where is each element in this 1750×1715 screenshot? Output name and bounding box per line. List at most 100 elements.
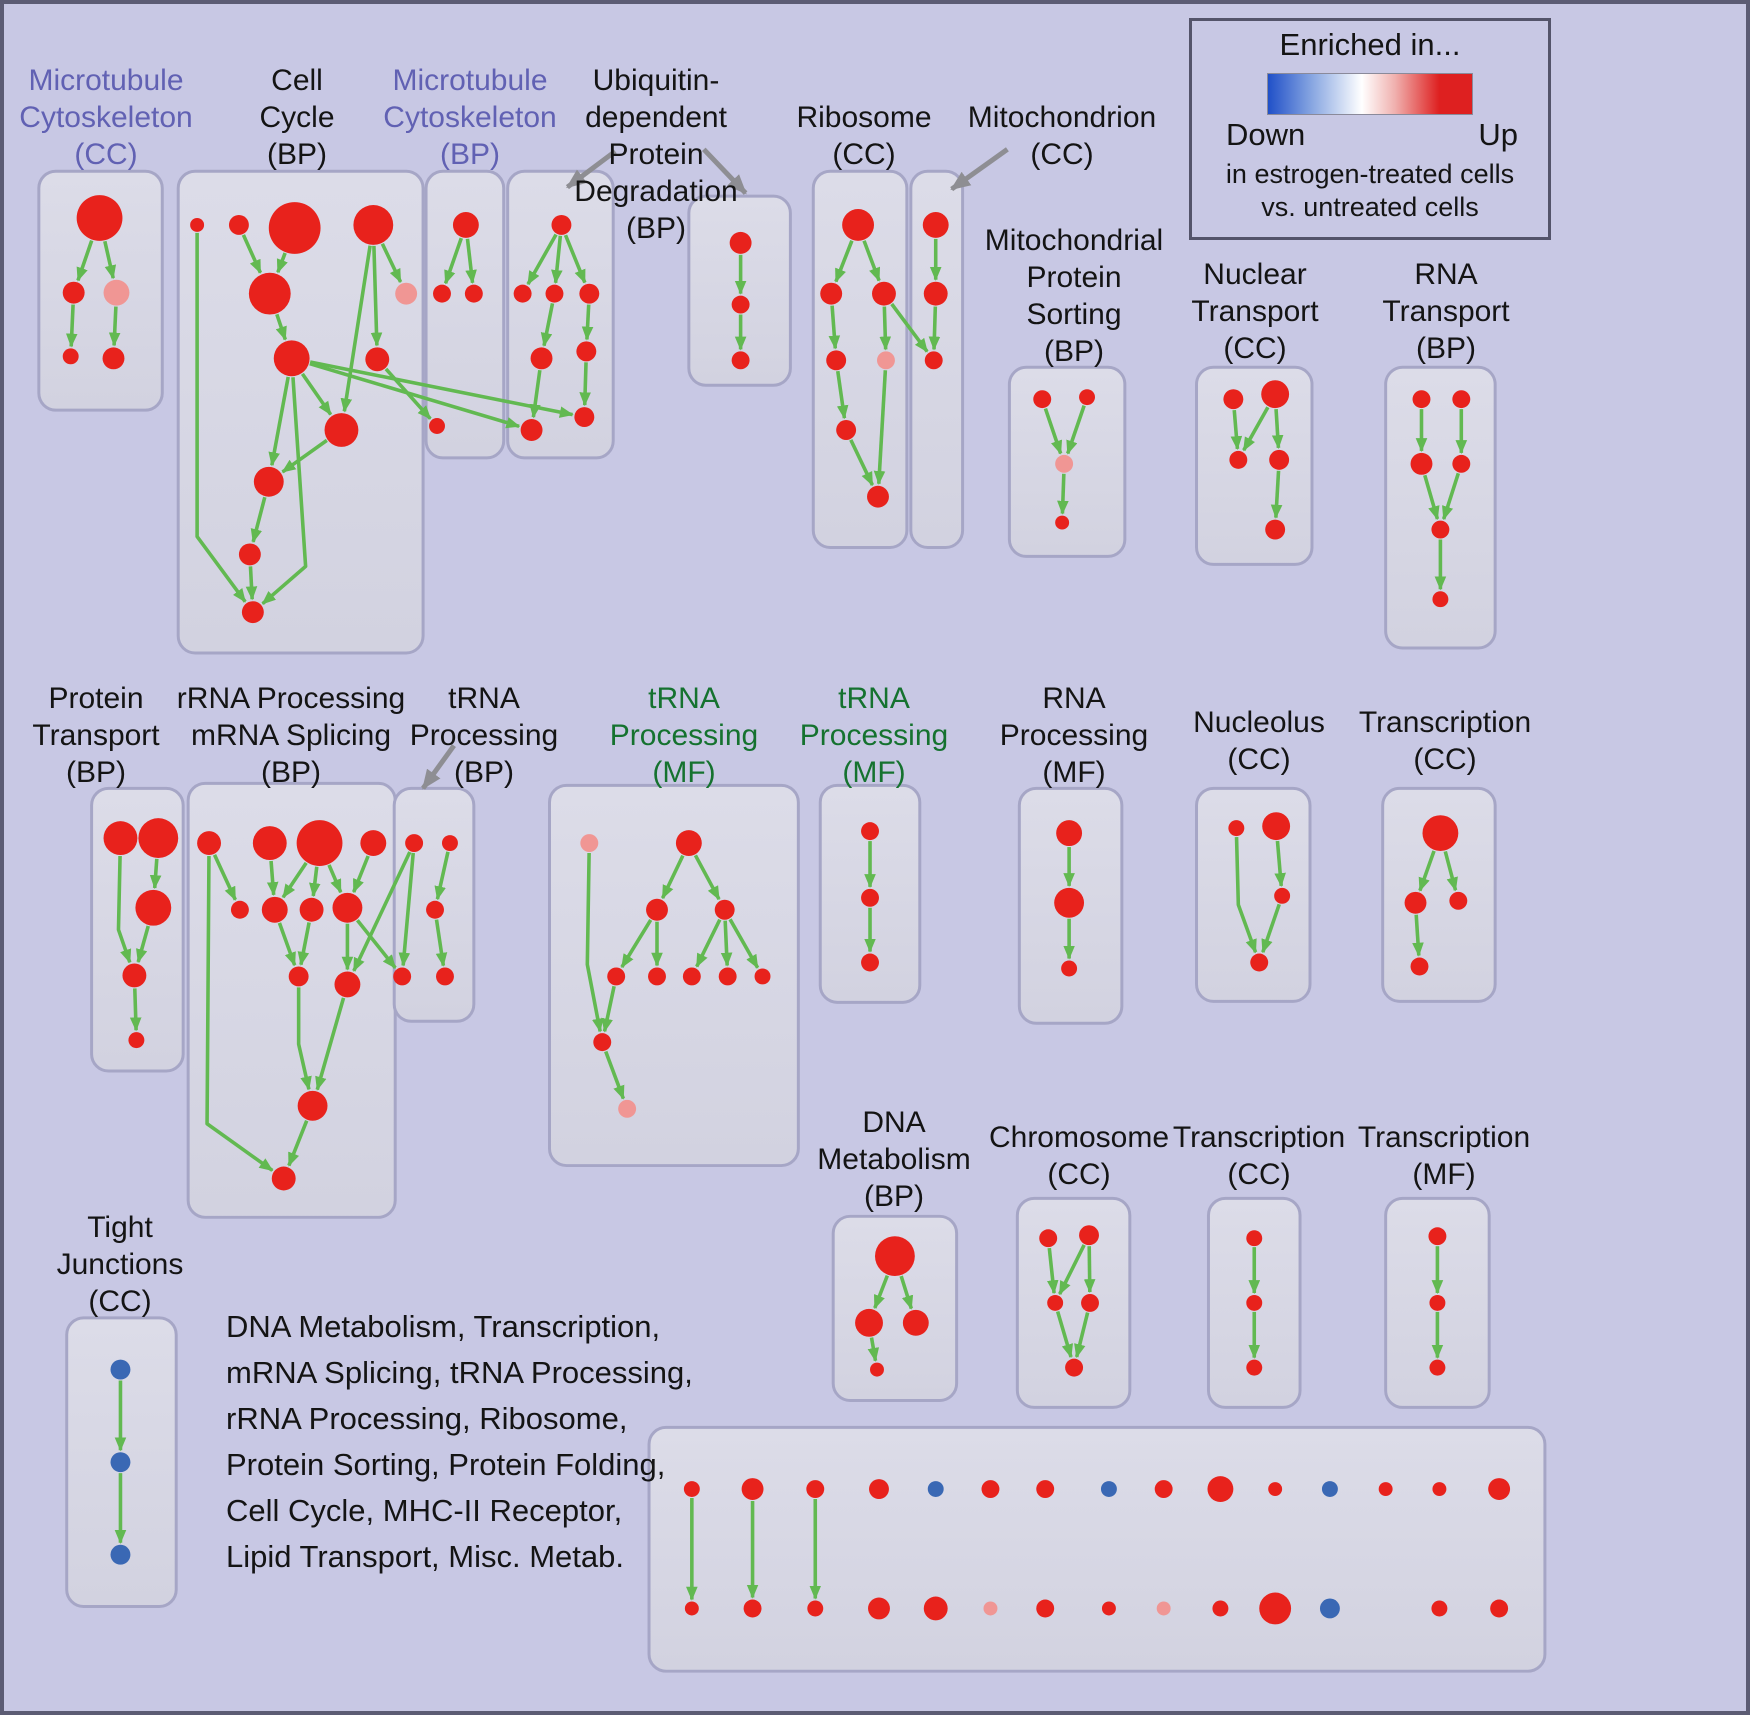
edge-arrow	[241, 234, 263, 274]
cluster-box-rna-transport	[1384, 365, 1497, 650]
go-term-node-red	[1054, 887, 1085, 918]
go-term-node-red	[714, 899, 735, 920]
edge-arrow	[276, 252, 288, 274]
network-diagram	[37, 147, 1547, 1673]
cluster-box-transcription-cc-mid	[1381, 786, 1497, 1003]
edge-arrow	[261, 377, 308, 606]
go-term-node-red	[103, 821, 138, 856]
go-term-node-red	[1404, 891, 1427, 914]
go-term-node-red	[731, 295, 750, 314]
edge-arrow	[1418, 850, 1436, 892]
go-term-node-red	[1429, 1294, 1446, 1311]
misc-note-line: DNA Metabolism, Transcription,	[226, 1309, 661, 1344]
go-term-node-red	[365, 347, 390, 372]
cluster-box-protein-transport	[90, 786, 185, 1073]
edge-arrow	[1066, 405, 1086, 455]
go-term-node-red	[1081, 1293, 1099, 1312]
edge-arrow	[352, 855, 370, 894]
go-term-node-red	[718, 967, 737, 986]
edge-arrow	[834, 240, 854, 283]
go-term-node-red	[545, 284, 564, 303]
edge-arrow	[879, 306, 892, 351]
edge-arrow	[149, 858, 162, 890]
edge-arrow	[195, 232, 247, 603]
edge-arrow	[835, 370, 849, 420]
go-term-node-red	[433, 284, 451, 303]
edge-arrow	[300, 372, 333, 416]
go-term-node-red	[754, 968, 771, 985]
go-term-node-red	[76, 195, 123, 241]
go-term-node-red	[842, 209, 875, 241]
go-term-node-pink	[395, 282, 418, 305]
go-term-node-pink	[103, 279, 130, 306]
go-term-node-red	[1378, 1482, 1393, 1497]
go-term-node-pink	[580, 834, 599, 853]
edge-arrow	[1274, 840, 1286, 888]
edge-arrow	[281, 438, 328, 474]
edge-arrow	[728, 918, 760, 969]
edge-arrow	[352, 851, 412, 972]
go-term-node-red	[360, 830, 387, 857]
cluster-box-mixed-processes	[647, 1425, 1547, 1673]
go-term-node-red	[332, 892, 363, 923]
edge-arrow	[315, 997, 346, 1091]
go-term-node-red	[1410, 957, 1429, 976]
legend-context-line-2: vs. untreated cells	[1261, 192, 1479, 222]
edge-arrow	[327, 864, 343, 894]
go-term-node-red	[981, 1480, 1000, 1498]
edge-arrow	[398, 852, 416, 967]
go-term-node-red	[1269, 449, 1290, 470]
go-term-node-red	[869, 1479, 889, 1499]
edge-arrow	[355, 919, 397, 969]
cluster-box-dna-metabolism	[831, 1214, 959, 1402]
edge-arrow	[873, 370, 888, 485]
go-term-node-red	[128, 1032, 145, 1049]
go-term-node-red	[138, 818, 179, 858]
go-term-node-red	[923, 281, 948, 306]
go-term-node-red	[520, 419, 543, 441]
edge-arrow	[136, 925, 150, 964]
go-term-node-red	[1422, 815, 1459, 852]
go-term-node-red	[122, 963, 147, 988]
edge-arrow	[296, 987, 312, 1091]
edge-arrow	[250, 496, 267, 544]
legend-scale-labels: Down Up	[1192, 115, 1548, 153]
go-term-node-red	[1452, 454, 1471, 473]
edge-arrow	[370, 245, 383, 347]
go-term-node-red	[855, 1308, 883, 1337]
cluster-box-chromosome	[1015, 1196, 1132, 1409]
go-term-node-red	[861, 953, 879, 972]
go-term-node-red	[1274, 887, 1291, 904]
go-term-node-red	[1039, 1229, 1058, 1248]
edge-arrow	[1074, 1312, 1090, 1359]
go-term-node-red	[1154, 1480, 1173, 1498]
go-term-node-red	[867, 485, 889, 508]
go-term-node-red	[1079, 1225, 1099, 1246]
go-term-node-red	[452, 212, 479, 238]
go-term-node-red	[683, 1481, 700, 1498]
edge-arrow	[585, 852, 604, 1033]
edge-arrow	[581, 304, 594, 341]
edge-arrow	[309, 866, 321, 898]
go-term-node-red	[271, 1166, 296, 1191]
go-term-node-red	[1449, 891, 1468, 910]
go-term-node-red	[436, 967, 454, 986]
go-term-node-red	[297, 1090, 328, 1121]
go-term-node-red	[299, 897, 324, 922]
go-term-node-blue	[110, 1359, 131, 1380]
cluster-box-nucleolus	[1195, 786, 1312, 1003]
go-term-node-red	[1452, 390, 1471, 409]
go-term-node-red	[872, 281, 896, 306]
cluster-box-mtbp	[424, 169, 506, 460]
edge-arrow	[380, 243, 403, 284]
edge-arrow	[849, 439, 875, 487]
go-term-node-red	[648, 967, 666, 986]
go-term-node-red	[1262, 812, 1291, 841]
edge-arrow	[245, 566, 258, 601]
go-term-node-red	[1101, 1601, 1116, 1616]
go-term-node-red	[62, 281, 85, 304]
edge-arrow	[266, 860, 279, 896]
go-term-node-red	[324, 413, 359, 447]
edge-arrow	[601, 985, 616, 1033]
